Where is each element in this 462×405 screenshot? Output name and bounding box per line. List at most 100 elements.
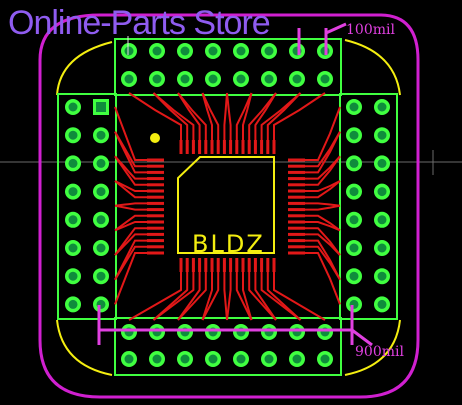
smd-pad [198,140,202,154]
trace [242,92,253,140]
trace [248,272,277,321]
smd-pad [147,189,164,193]
trace [266,272,302,321]
smd-pad [288,177,305,181]
pad-round-inner [320,74,330,84]
smd-pad [241,258,245,272]
smd-pad [147,158,164,162]
smd-pad [191,140,195,154]
smd-pad [260,140,264,154]
trace [114,252,147,305]
pad-round-inner [320,354,330,364]
smd-pad [288,189,305,193]
smd-pad [147,232,164,236]
pad-round-inner [68,158,78,168]
dimension-markers [97,22,373,347]
trace [305,233,341,256]
pad-round-inner [349,215,359,225]
smd-pad [147,183,164,187]
smd-pad [222,258,226,272]
pad-round-inner [152,74,162,84]
outline-arc-top-right [344,39,401,96]
smd-pad [288,170,305,174]
smd-pad [147,226,164,230]
trace [242,272,253,321]
pad-round-inner [68,243,78,253]
trace [305,245,341,281]
trace [305,106,341,161]
trace [223,92,228,140]
pad-round-inner [264,354,274,364]
pad-round-inner [68,299,78,309]
outline-arc-top-left [56,41,113,96]
smd-pad [179,258,183,272]
trace [223,272,228,321]
trace [114,227,147,256]
pad-round-inner [349,130,359,140]
pad-square-inner [96,102,106,112]
smd-pad [266,140,270,154]
trace [114,131,147,174]
smd-pad [288,158,305,162]
trace [305,227,341,256]
smd-pad [147,220,164,224]
trace [114,180,147,199]
outline-arc-bottom-left [56,319,113,376]
smd-pad [288,220,305,224]
smd-pad [204,258,208,272]
pad-round-inner [236,74,246,84]
smd-pad [288,214,305,218]
trace [235,272,253,321]
trace [273,272,326,321]
dimension-label-bottom: 900mil [355,344,404,360]
trace [235,92,253,140]
smd-pad [272,258,276,272]
pad-round-inner [349,187,359,197]
trace [305,131,341,174]
trace [305,180,341,199]
pad-round-inner [208,46,218,56]
pin1-marker [150,133,160,143]
smd-pad [253,140,257,154]
pad-round-inner [292,74,302,84]
pad-round-inner [349,271,359,281]
trace [177,92,201,140]
pad-round-inner [264,46,274,56]
trace [254,92,277,140]
pad-round-inner [208,354,218,364]
trace [248,92,277,140]
trace [305,252,341,305]
trace [177,92,207,140]
pad-round-inner [377,158,387,168]
pad-round-inner [152,46,162,56]
pad-round-inner [349,102,359,112]
smd-pad [247,140,251,154]
pad-round-inner [152,354,162,364]
smd-pads [147,140,305,272]
header-top-frame [114,38,342,96]
pad-round-inner [236,46,246,56]
smd-pad [288,232,305,236]
smd-pad [260,258,264,272]
trace [114,202,147,207]
trace [254,272,277,321]
pad-round-inner [236,354,246,364]
pad-round-inner [68,130,78,140]
part-label: BLDZ [192,230,265,258]
pad-round-inner [377,187,387,197]
smd-pad [253,258,257,272]
smd-pad [147,214,164,218]
trace [226,272,232,321]
trace [260,92,302,140]
pad-round-inner [377,130,387,140]
pad-round-inner [377,102,387,112]
pad-round-inner [68,187,78,197]
smd-pad [288,201,305,205]
outline-arc-bottom-right [344,319,401,376]
smd-pad [147,251,164,255]
trace [305,221,341,232]
trace [305,180,341,192]
smd-pad [210,258,214,272]
copper-traces [114,92,341,321]
